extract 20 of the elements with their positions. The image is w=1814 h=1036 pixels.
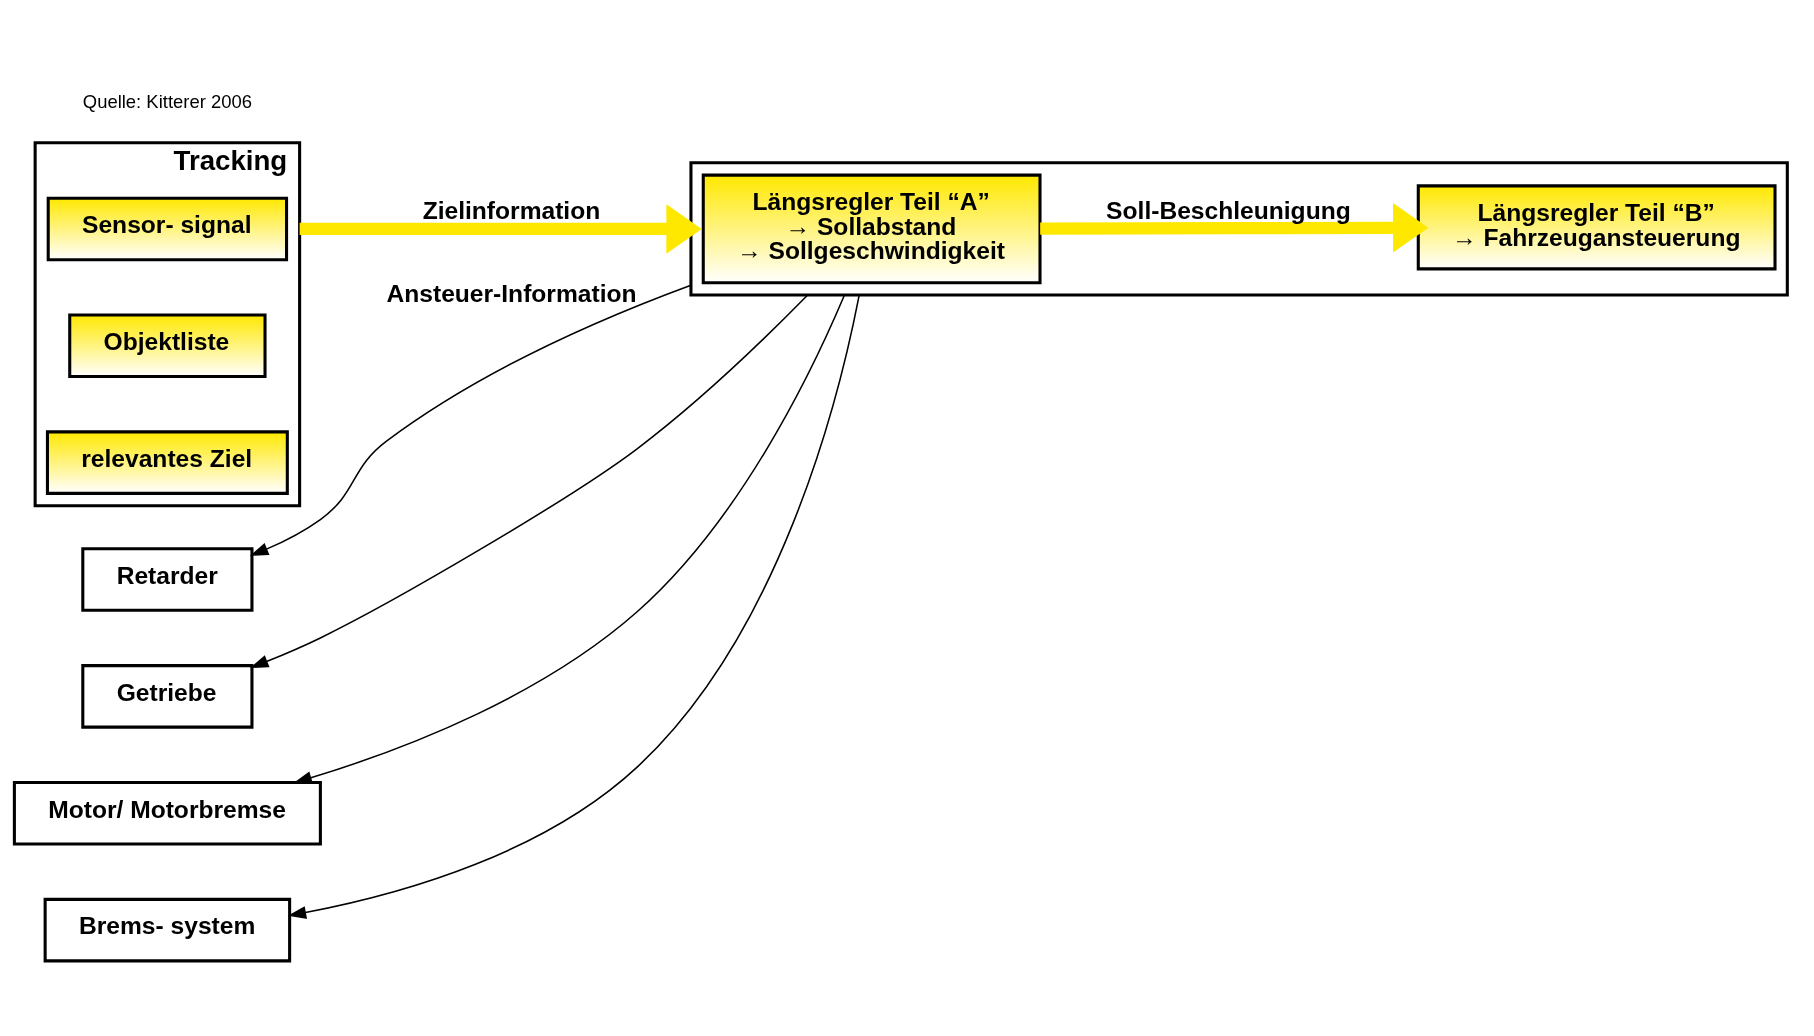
node-box: Getriebe bbox=[81, 664, 254, 729]
arrow bbox=[250, 294, 809, 669]
edge-label: Ansteuer-Information bbox=[386, 280, 637, 308]
node-box: Längsregler Teil “B” → Fahrzeugansteuerung bbox=[1416, 184, 1777, 271]
node-box: Brems- system bbox=[43, 897, 292, 963]
edge-label: Zielinformation bbox=[422, 197, 601, 225]
edge-label: Soll-Beschleunigung bbox=[1106, 197, 1351, 225]
node-box: Sensor- signal bbox=[46, 196, 289, 262]
arrow bbox=[1040, 203, 1429, 253]
node-box: Längsregler Teil “A” → Sollabstand → Sollgeschwindigkeit bbox=[701, 173, 1042, 285]
arrow bbox=[249, 284, 692, 556]
arrow bbox=[299, 204, 702, 254]
node-box: relevantes Ziel bbox=[45, 430, 289, 495]
arrow bbox=[287, 294, 860, 919]
node-box: Objektliste bbox=[68, 313, 267, 379]
node-box: Retarder bbox=[81, 547, 254, 612]
label: Quelle: Kitterer 2006 bbox=[82, 90, 252, 112]
node-box: Motor/ Motorbremse bbox=[12, 780, 322, 846]
cluster bbox=[689, 161, 1789, 297]
arrow bbox=[293, 294, 846, 784]
